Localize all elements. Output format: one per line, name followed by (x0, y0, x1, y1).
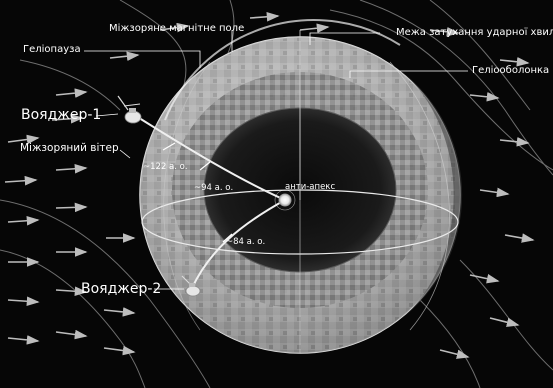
distance-ticks (162, 142, 233, 243)
voyager-1-trajectory (135, 115, 286, 201)
voyager-1-spacecraft-icon (117, 95, 142, 124)
heliopause-label: Геліопауза (23, 44, 81, 55)
interstellar-wind-label: Міжзоряний вітер (20, 142, 119, 154)
distance-122-label: ~122 а. о. (143, 162, 188, 172)
voyager-2-label: Вояджер-2 (81, 281, 162, 297)
voyager-1-label: Вояджер-1 (21, 107, 102, 123)
voyager-2-trajectory (191, 199, 286, 289)
termination-shock-label: Межа затухання ударної хвилі (396, 27, 553, 38)
distance-94-label: ~94 а. о. (194, 183, 234, 193)
voyager-2-spacecraft-icon (181, 275, 201, 297)
voyager-trajectories (135, 30, 301, 289)
interstellar-wind-arrows (4, 12, 535, 359)
sun-icon (274, 189, 296, 211)
anti-apex-label: анти-апекс (285, 182, 336, 192)
distance-84-label: ~84 а. о. (226, 237, 266, 247)
label-leader-lines (84, 30, 468, 290)
magnetic-field-label: Міжзоряне магнітне поле (109, 23, 245, 34)
heliosheath-label: Геліооболонка (472, 65, 550, 76)
